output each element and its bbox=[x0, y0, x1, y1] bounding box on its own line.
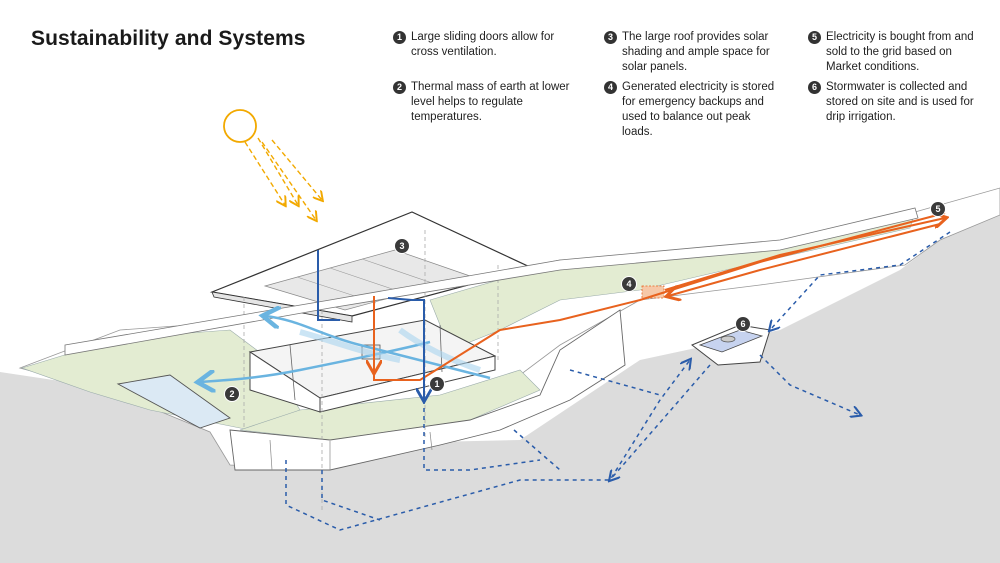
pool bbox=[116, 374, 231, 429]
marker-4: 4 bbox=[621, 276, 637, 292]
note-number: 6 bbox=[808, 81, 821, 94]
note-text: Stormwater is collected and stored on si… bbox=[826, 81, 974, 123]
note-3: 3 The large roof provides solar shading … bbox=[604, 30, 784, 75]
note-text: Generated electricity is stored for emer… bbox=[622, 81, 775, 138]
note-1: 1 Large sliding doors allow for cross ve… bbox=[393, 30, 573, 60]
note-text: Large sliding doors allow for cross vent… bbox=[411, 31, 555, 58]
marker-2: 2 bbox=[224, 386, 240, 402]
note-number: 1 bbox=[393, 31, 406, 44]
marker-3: 3 bbox=[394, 238, 410, 254]
note-number: 5 bbox=[808, 31, 821, 44]
stormwater-path bbox=[423, 400, 541, 471]
ground-fill bbox=[0, 195, 1000, 563]
marker-6: 6 bbox=[735, 316, 751, 332]
sun-icon bbox=[223, 109, 257, 143]
note-number: 2 bbox=[393, 81, 406, 94]
electricity-line bbox=[373, 212, 946, 381]
air-flow-arrow bbox=[265, 316, 491, 380]
green-terrace-front bbox=[239, 369, 541, 441]
note-5: 5 Electricity is bought from and sold to… bbox=[808, 30, 988, 75]
air-flow-arrow bbox=[200, 340, 431, 382]
note-text: Thermal mass of earth at lower level hel… bbox=[411, 81, 570, 123]
note-number: 4 bbox=[604, 81, 617, 94]
note-number: 3 bbox=[604, 31, 617, 44]
stormwater-path bbox=[513, 429, 561, 471]
note-6: 6 Stormwater is collected and stored on … bbox=[808, 80, 988, 125]
note-text: The large roof provides solar shading an… bbox=[622, 31, 770, 73]
marker-1: 1 bbox=[429, 376, 445, 392]
stormwater-path bbox=[610, 364, 711, 480]
note-text: Electricity is bought from and sold to t… bbox=[826, 31, 974, 73]
stormwater-path bbox=[285, 360, 690, 531]
stormwater-path bbox=[770, 231, 951, 330]
note-4: 4 Generated electricity is stored for em… bbox=[604, 80, 784, 140]
note-2: 2 Thermal mass of earth at lower level h… bbox=[393, 80, 573, 125]
stormwater-path bbox=[321, 470, 381, 521]
page-title: Sustainability and Systems bbox=[31, 27, 306, 50]
retaining-wall bbox=[64, 207, 919, 356]
stormwater-path bbox=[759, 354, 860, 415]
electricity-line bbox=[664, 218, 945, 291]
marker-5: 5 bbox=[930, 201, 946, 217]
